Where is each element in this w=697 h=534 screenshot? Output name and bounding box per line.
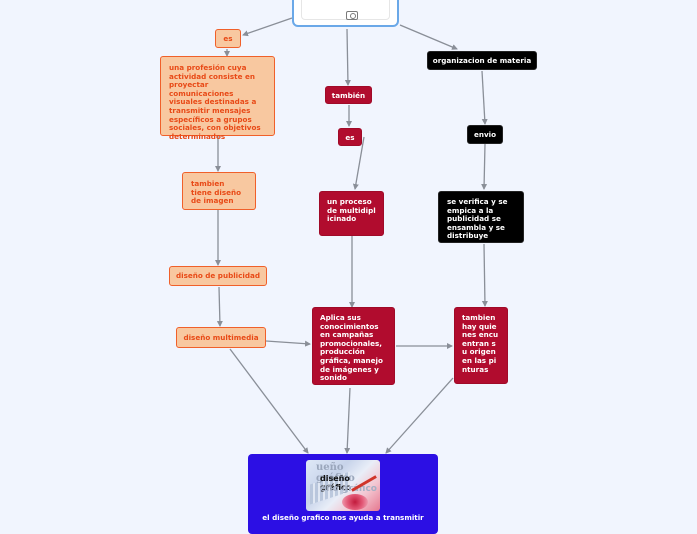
root-image-placeholder [301, 0, 390, 20]
connector-root-organization [399, 24, 458, 50]
node-image-design-text: tambien tiene diseño de imagen [191, 179, 242, 206]
root-node[interactable] [292, 0, 399, 27]
connector-shipping-verification [481, 143, 488, 190]
node-definition[interactable]: una profesión cuya actividad consiste en… [160, 56, 275, 141]
node-process[interactable]: un proceso de multidiplicinado [319, 191, 384, 236]
node-origin[interactable]: tambien hay quienes encuentran su origen… [454, 307, 508, 384]
node-verification-text: se verifica y se empica a la publicidad … [447, 197, 508, 241]
connector-multimedia-applies [265, 340, 311, 347]
node-verification[interactable]: se verifica y se empica a la publicidad … [438, 191, 524, 243]
node-shipping[interactable]: envio [467, 125, 503, 144]
image-text-2: diseño gráfico [320, 474, 352, 492]
node-final[interactable]: ueño gráfico diseño gráfico eño gráfico … [248, 454, 438, 534]
connector-applies-final [344, 387, 351, 454]
node-origin-text: tambien hay quienes encuentran su origen… [462, 313, 499, 374]
node-advertising-design-text: diseño de publicidad [175, 271, 261, 280]
connector-verification-origin [481, 243, 488, 307]
connectors [215, 17, 488, 454]
link-tambien-label: también [331, 91, 366, 100]
link-es-left[interactable]: es [215, 29, 241, 48]
node-multimedia-design[interactable]: diseño multimedia [176, 327, 266, 348]
connector-multimedia-final [229, 348, 309, 454]
node-shipping-text: envio [473, 130, 497, 139]
link-es-left-label: es [223, 34, 233, 43]
connector-root-tambien [344, 28, 351, 86]
node-applies-text: Aplica sus conocimientos en campañas pro… [320, 313, 383, 383]
node-image-design[interactable]: tambien tiene diseño de imagen [182, 172, 256, 210]
connector-advertising-multimedia [216, 286, 223, 327]
node-multimedia-design-text: diseño multimedia [183, 333, 259, 342]
node-applies[interactable]: Aplica sus conocimientos en campañas pro… [312, 307, 395, 385]
node-definition-text: una profesión cuya actividad consiste en… [169, 63, 261, 141]
node-organization-text: organizacion de materia [432, 56, 532, 65]
node-organization[interactable]: organizacion de materia [427, 51, 537, 70]
node-process-text: un proceso de multidiplicinado [327, 197, 376, 224]
node-final-text: el diseño grafico nos ayuda a transmitir [262, 513, 424, 522]
connector-origin-final [385, 377, 454, 454]
connector-organization-shipping [481, 70, 488, 125]
connector-root-es [242, 17, 293, 37]
graphic-design-image: ueño gráfico diseño gráfico eño gráfico [306, 460, 380, 511]
link-es-middle[interactable]: es [338, 128, 362, 146]
link-tambien[interactable]: también [325, 86, 372, 104]
paint-blob-graphic [342, 494, 368, 510]
camera-icon [346, 11, 358, 20]
image-text-1: ueño gráfico [316, 462, 355, 484]
node-advertising-design[interactable]: diseño de publicidad [169, 266, 267, 286]
link-es-middle-label: es [345, 133, 355, 142]
image-text-3: eño gráfico [320, 484, 377, 494]
